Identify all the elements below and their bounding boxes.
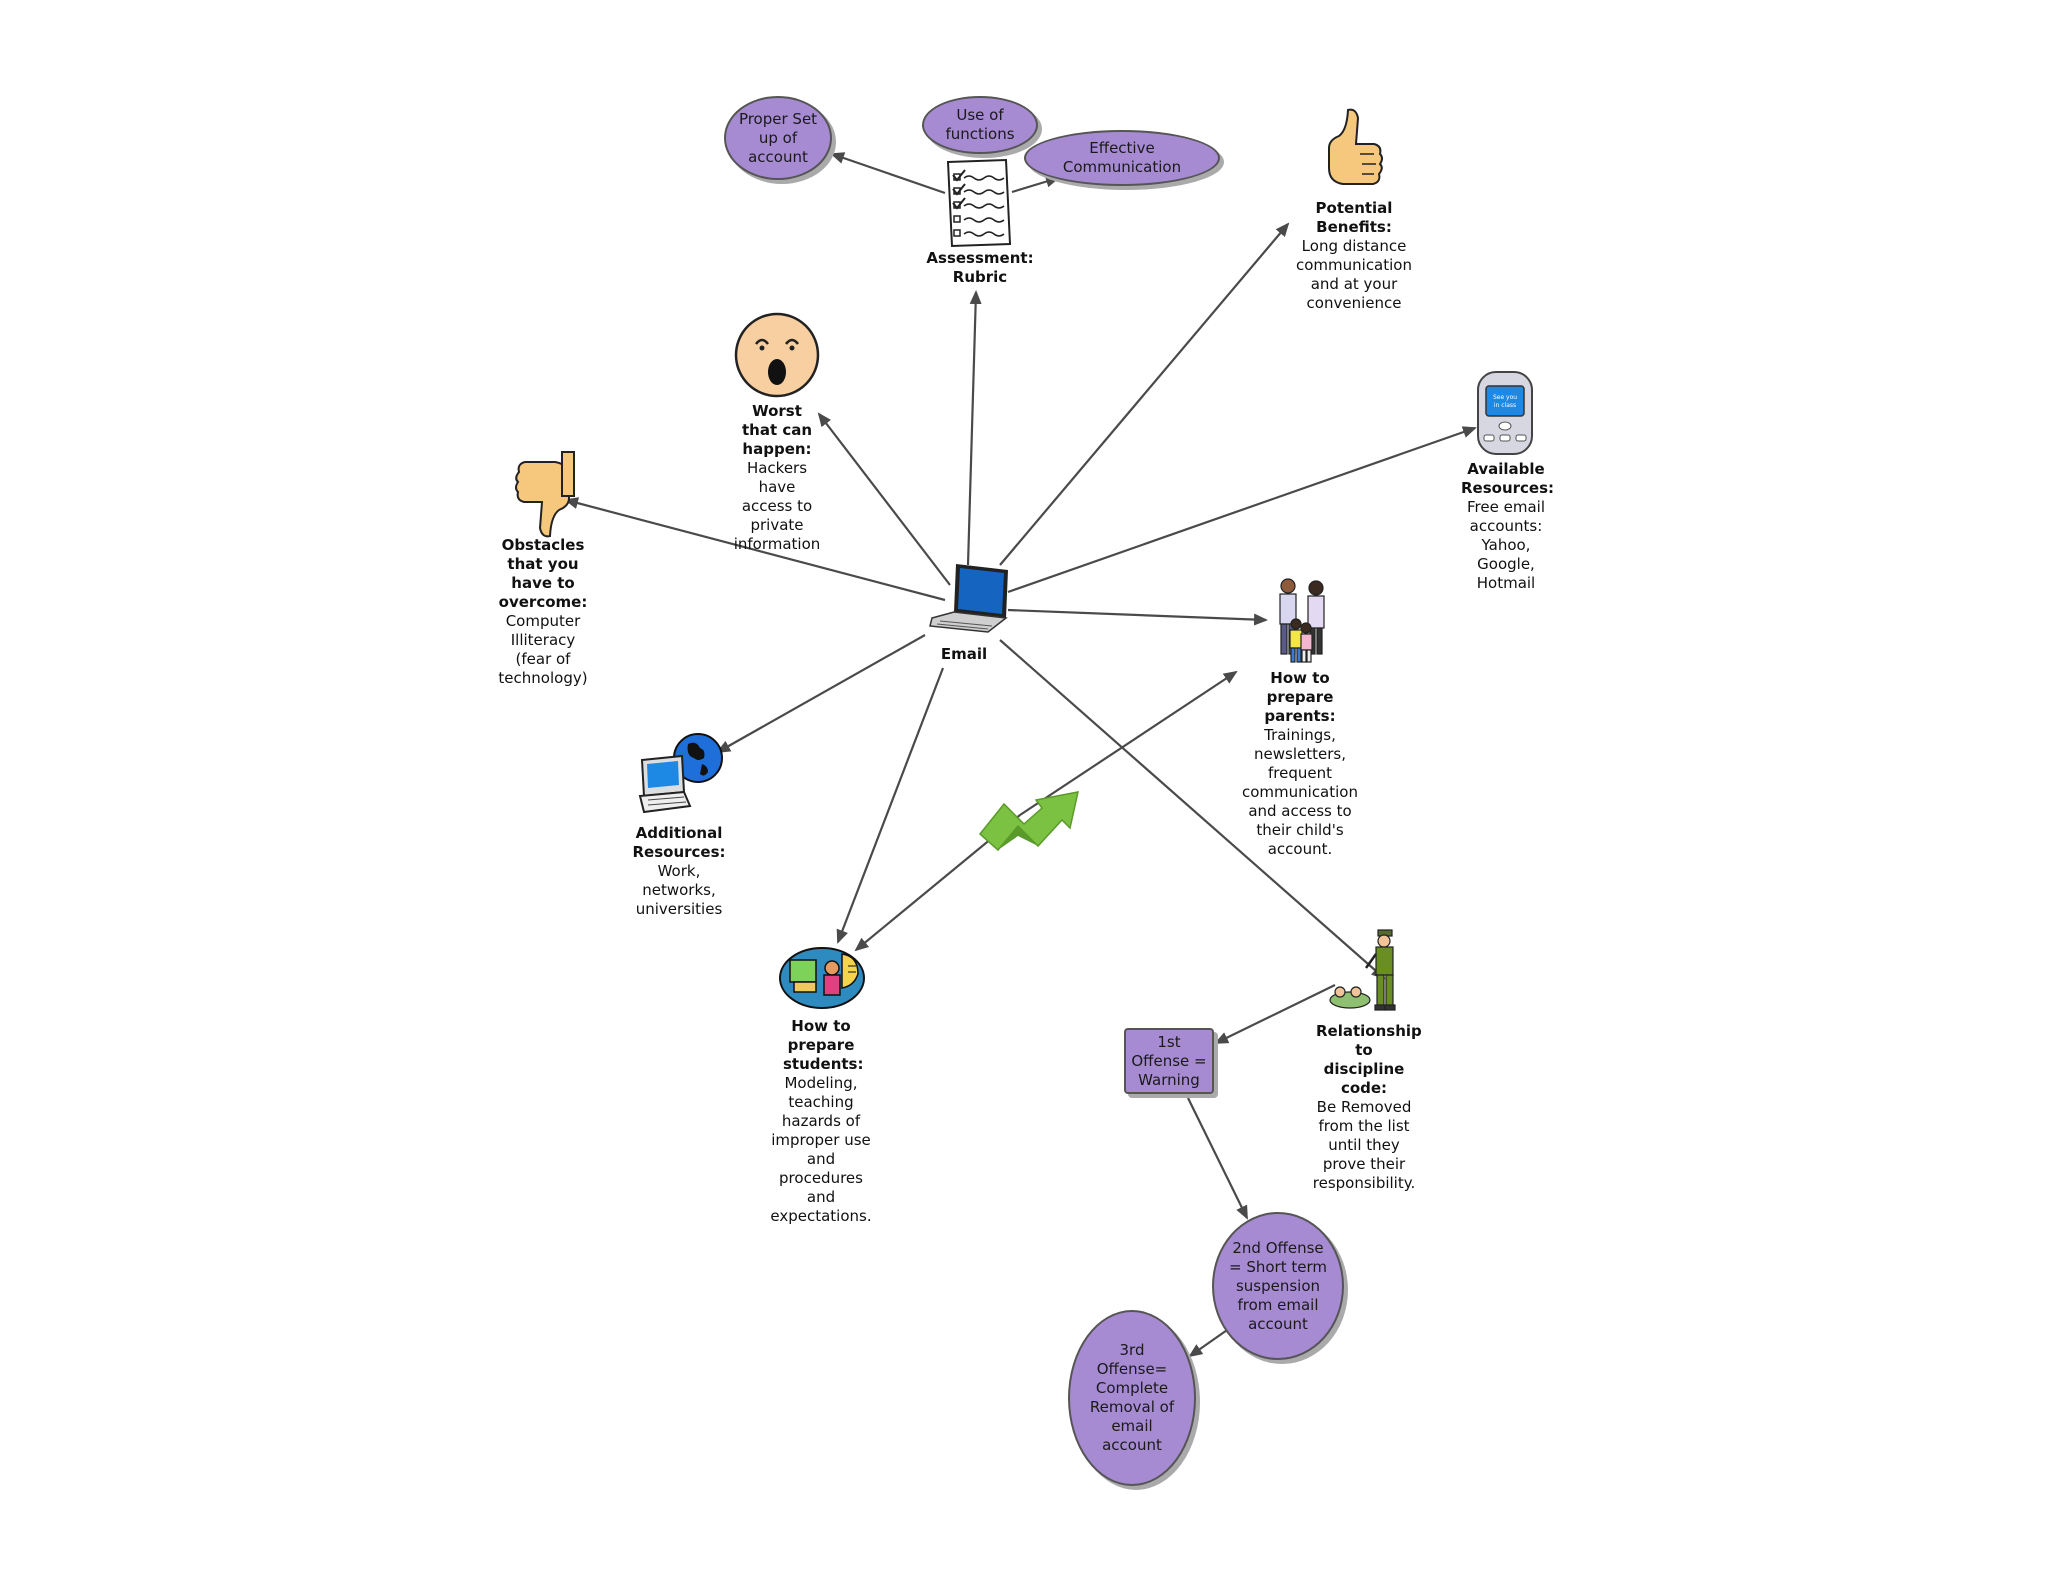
- assessment-label: Assessment:Rubric: [926, 249, 1034, 286]
- arrow-to-assessment: [966, 290, 982, 566]
- parents-label: How to prepare parents: Trainings, newsl…: [1241, 669, 1358, 858]
- thumbs-down-icon: [515, 451, 575, 538]
- worst-label: Worst that can happen: Hackers have acce…: [733, 402, 821, 553]
- arrow-to-parents: [1007, 608, 1268, 626]
- students-label: How to prepare students: Modeling, teach…: [770, 1017, 872, 1225]
- available-label: Available Resources: Free email accounts…: [1461, 460, 1555, 592]
- arrow-to-discipline: [999, 639, 1386, 980]
- arrow-to-worst: [817, 412, 951, 586]
- cell-phone-icon: See you in class: [1477, 371, 1533, 455]
- students-computer-icon: [779, 947, 865, 1009]
- family-icon: [1279, 578, 1325, 663]
- arrow-rubric-to-setup: [830, 152, 946, 195]
- svg-text:See you: See you: [1493, 394, 1517, 401]
- rubric-item-setup: Proper Set up of account: [724, 96, 832, 180]
- surprised-face-icon: [734, 312, 820, 398]
- svg-text:in class: in class: [1494, 402, 1516, 409]
- offense-1-box: 1st Offense = Warning: [1124, 1028, 1214, 1094]
- rubric-item-communication: Effective Communication: [1024, 130, 1220, 186]
- arrow-to-additional: [716, 634, 926, 753]
- globe-computer-icon: [638, 733, 723, 814]
- discipline-soldier-icon: [1329, 929, 1396, 1011]
- arrow-to-benefits: [999, 222, 1290, 566]
- arrow-to-students: [836, 667, 945, 944]
- offense-2-ellipse: 2nd Offense = Short term suspension from…: [1212, 1212, 1344, 1360]
- rubric-item-functions: Use of functions: [922, 96, 1038, 154]
- thumbs-up-icon: [1328, 108, 1383, 185]
- arrow-to-available: [1007, 426, 1477, 594]
- arrow-to-obstacles: [564, 497, 946, 602]
- discipline-label: Relationship to discipline code: Be Remo…: [1312, 1022, 1422, 1192]
- green-zigzag-arrow-icon: [978, 791, 1079, 852]
- arrow-students-to-parents: [1019, 670, 1238, 816]
- obstacles-label: Obstacles that you have to overcome: Com…: [498, 536, 588, 687]
- rubric-checklist-icon: [946, 158, 1012, 248]
- arrow-1st-to-2nd: [1187, 1097, 1248, 1220]
- arrow-rubric-to-communication: [1011, 175, 1060, 194]
- laptop-icon: [929, 564, 1008, 633]
- center-label: Email: [940, 645, 988, 663]
- offense-3-ellipse: 3rd Offense= Complete Removal of email a…: [1068, 1310, 1196, 1486]
- additional-label: Additional Resources: Work, networks, un…: [632, 824, 726, 918]
- arrow-discipline-to-1st: [1214, 984, 1336, 1044]
- arrow-2nd-to-3rd: [1188, 1327, 1231, 1358]
- benefits-label: Potential Benefits: Long distance commun…: [1295, 199, 1412, 312]
